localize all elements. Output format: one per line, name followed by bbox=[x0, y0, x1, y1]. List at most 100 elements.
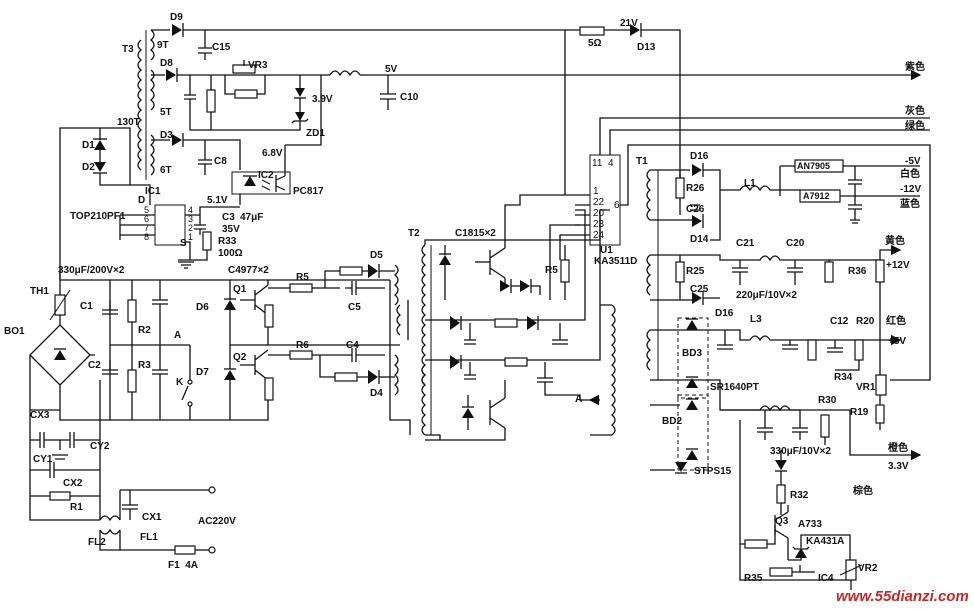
ic4-label: IC4 bbox=[818, 573, 834, 584]
yellow-label: 黄色 bbox=[885, 236, 905, 247]
ic1-pins-left: 5 6 7 8 bbox=[144, 205, 150, 242]
d16b-label: D16 bbox=[715, 308, 734, 319]
bo1-label: BO1 bbox=[4, 326, 25, 337]
r30-label: R30 bbox=[818, 395, 837, 406]
c1-label: C1 bbox=[80, 301, 93, 312]
u1-pin-23: 23 bbox=[593, 219, 605, 230]
d16a-label: D16 bbox=[690, 151, 709, 162]
ic1-label: IC1 bbox=[145, 186, 161, 197]
t3-6t-label: 6T bbox=[160, 165, 172, 176]
r26-label: R26 bbox=[686, 183, 705, 194]
bd2-label: BD2 bbox=[662, 416, 683, 427]
th1-label: TH1 bbox=[30, 286, 49, 297]
a733-label: A733 bbox=[798, 519, 822, 530]
c26-label: C26 bbox=[686, 204, 705, 215]
d9-label: D9 bbox=[170, 12, 183, 23]
d8-label: D8 bbox=[160, 58, 173, 69]
q2-label: Q2 bbox=[233, 352, 247, 363]
a-node-label: A bbox=[174, 330, 182, 341]
l3-label: L3 bbox=[750, 314, 762, 325]
c3-value: 47μF bbox=[240, 212, 264, 223]
d1-label: D1 bbox=[82, 140, 95, 151]
r20-label: R20 bbox=[856, 316, 875, 327]
r5ohm-label: 5Ω bbox=[588, 38, 602, 49]
c3-voltage: 35V bbox=[222, 224, 240, 235]
c21-label: C21 bbox=[736, 238, 755, 249]
r6-label: R6 bbox=[296, 340, 309, 351]
ka431-label: KA431A bbox=[806, 536, 845, 547]
an7905-label: AN7905 bbox=[797, 161, 831, 171]
zd1-label: ZD1 bbox=[306, 128, 325, 139]
red-label: 红色 bbox=[886, 316, 906, 327]
white-label: 白色 bbox=[900, 169, 920, 180]
c3-label: C3 bbox=[222, 212, 235, 223]
d7-label: D7 bbox=[196, 367, 209, 378]
c5-label: C5 bbox=[348, 302, 361, 313]
t3-9t-label: 9T bbox=[157, 40, 169, 51]
cap220-label: 220μF/10V×2 bbox=[736, 290, 797, 301]
d2-label: D2 bbox=[82, 162, 95, 173]
c1815-label: C1815×2 bbox=[455, 228, 496, 239]
v39-label: 3.9V bbox=[312, 94, 333, 105]
bd3-label: BD3 bbox=[682, 348, 703, 359]
c15-label: C15 bbox=[212, 42, 231, 53]
r34-label: R34 bbox=[834, 372, 853, 383]
t3-label: T3 bbox=[122, 44, 134, 55]
u1-pin-24: 24 bbox=[593, 230, 605, 241]
m5v-label: -5V bbox=[905, 156, 921, 167]
r33-value: 100Ω bbox=[218, 248, 243, 259]
u1-pins-top: 11 4 bbox=[592, 158, 614, 169]
u1-pin-6: 6 bbox=[614, 200, 620, 211]
a7912-label: A7912 bbox=[803, 191, 830, 201]
u1-pin-1: 1 bbox=[593, 186, 599, 197]
t1-label: T1 bbox=[636, 156, 648, 167]
r1-label: R1 bbox=[70, 502, 83, 513]
sr1640-label: SR1640PT bbox=[710, 382, 759, 393]
d14-label: D14 bbox=[690, 234, 709, 245]
c10-label: C10 bbox=[400, 92, 419, 103]
u1-pin-20: 20 bbox=[593, 208, 605, 219]
r3-label: R3 bbox=[138, 360, 151, 371]
purple-label: 紫色 bbox=[905, 62, 925, 73]
c4977-label: C4977×2 bbox=[228, 265, 269, 276]
u1-label: U1 bbox=[600, 245, 613, 256]
r25-label: R25 bbox=[686, 266, 705, 277]
l1-label: L1 bbox=[744, 178, 756, 189]
cx3-label: CX3 bbox=[30, 410, 50, 421]
r33-label: R33 bbox=[218, 236, 237, 247]
p5v-label: +5V bbox=[888, 336, 907, 347]
cap330-label: 330μF/10V×2 bbox=[770, 446, 831, 457]
t3-transformer bbox=[137, 29, 155, 180]
v21-label: 21V bbox=[620, 18, 638, 29]
t2-label: T2 bbox=[408, 228, 420, 239]
d13-label: D13 bbox=[637, 42, 656, 53]
v33-label: 3.3V bbox=[888, 461, 909, 472]
v51-label: 5.1V bbox=[207, 195, 228, 206]
orange-label: 橙色 bbox=[888, 443, 908, 454]
q1-label: Q1 bbox=[233, 284, 247, 295]
c8-label: C8 bbox=[214, 156, 227, 167]
ac220-label: AC220V bbox=[198, 516, 236, 527]
d6-label: D6 bbox=[196, 302, 209, 313]
top210-label: TOP210PF1 bbox=[70, 211, 126, 222]
r5-label: R5 bbox=[296, 272, 309, 283]
d3-label: D3 bbox=[160, 130, 173, 141]
vr3-label: VR3 bbox=[248, 60, 268, 71]
fl2-label: FL2 bbox=[88, 537, 106, 548]
c4-label: C4 bbox=[346, 340, 359, 351]
t3-5t-label: 5T bbox=[160, 107, 172, 118]
r19-label: R19 bbox=[850, 407, 869, 418]
r2-label: R2 bbox=[138, 325, 151, 336]
p12v-label: +12V bbox=[886, 260, 910, 271]
c20-label: C20 bbox=[786, 238, 805, 249]
pc817-label: PC817 bbox=[293, 186, 324, 197]
vr1-label: VR1 bbox=[856, 382, 876, 393]
c12-label: C12 bbox=[830, 316, 849, 327]
gray-label: 灰色 bbox=[905, 106, 925, 117]
cy2-label: CY2 bbox=[90, 441, 110, 452]
d-pin-label: D bbox=[138, 195, 146, 206]
watermark-logo: www.55dianzi.com bbox=[836, 588, 969, 605]
m12v-label: -12V bbox=[900, 184, 922, 195]
